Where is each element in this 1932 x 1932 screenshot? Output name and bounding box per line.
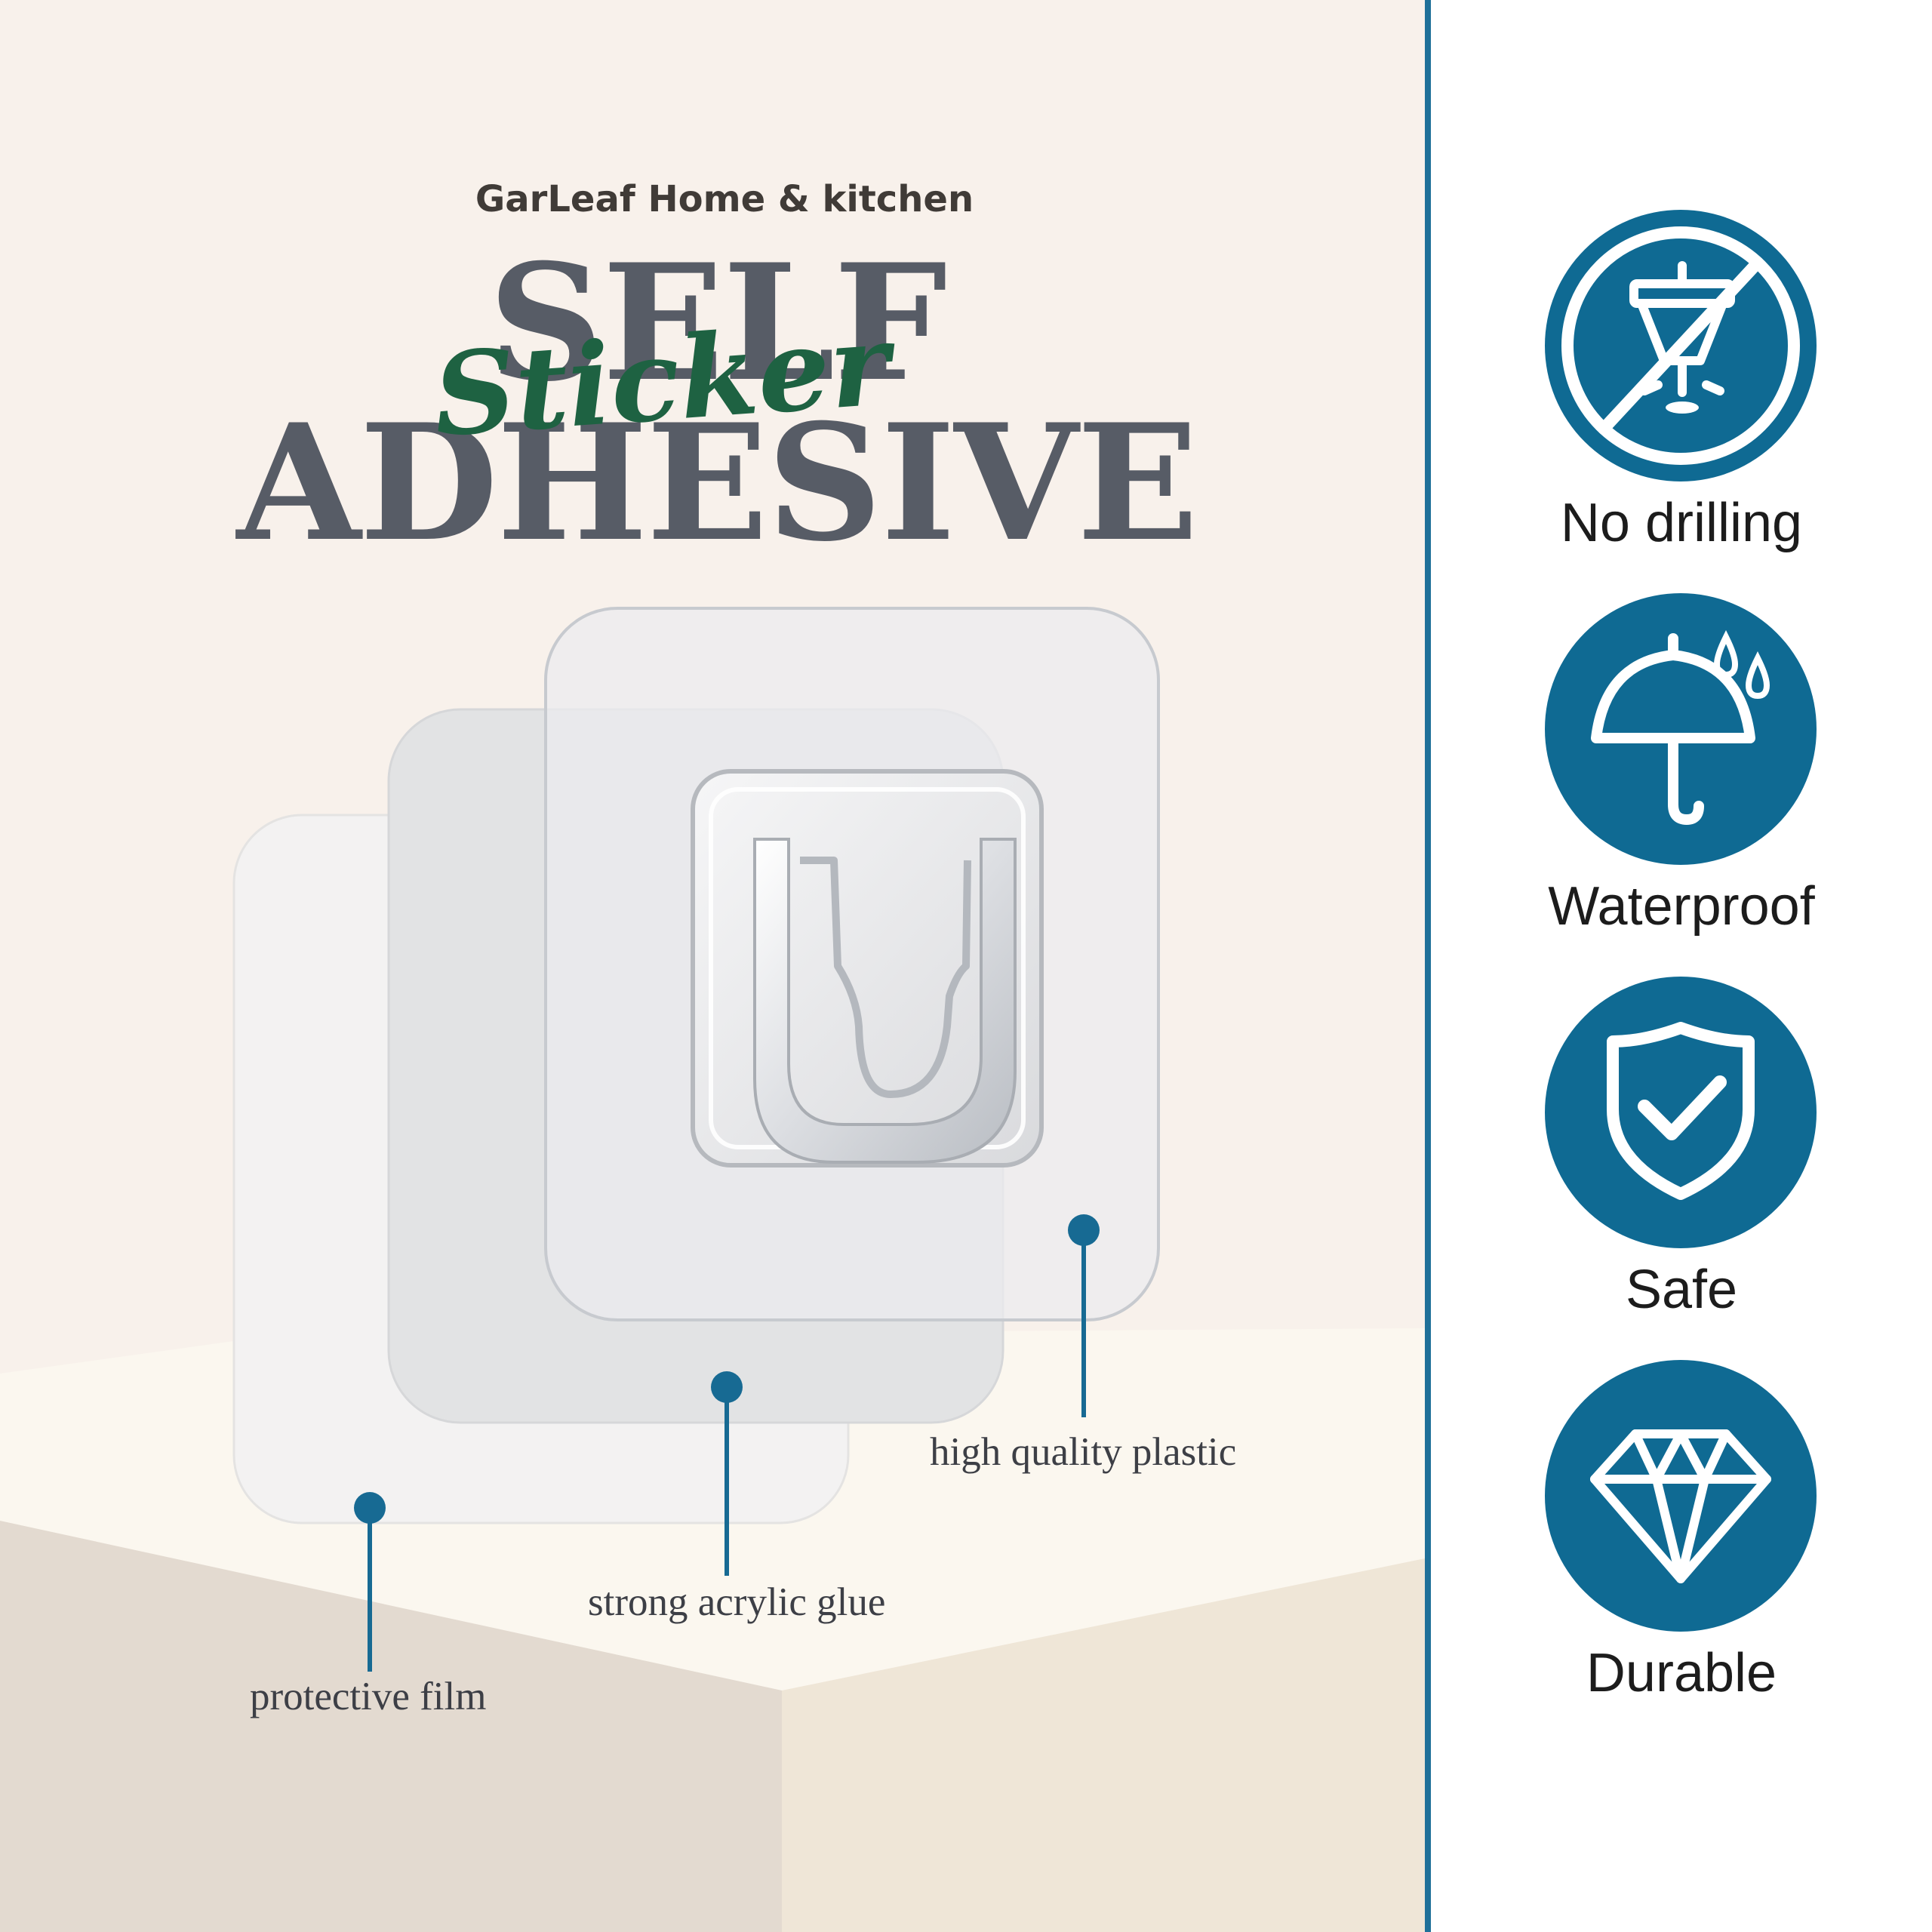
headline: SELF ADHESIVE — [236, 229, 1199, 577]
feature-list: No drilling Waterproof Safe — [1431, 0, 1932, 1932]
feature-item-waterproof: Waterproof — [1431, 593, 1932, 955]
no-drilling-icon — [1545, 210, 1817, 481]
column-divider — [1425, 0, 1431, 1932]
diamond-icon — [1545, 1360, 1817, 1632]
feature-label: Waterproof — [1548, 876, 1815, 937]
feature-label: Safe — [1625, 1260, 1738, 1320]
umbrella-icon — [1545, 593, 1817, 865]
feature-item-durable: Durable — [1431, 1360, 1932, 1722]
feature-label: No drilling — [1560, 493, 1803, 553]
feature-item-no-drilling: No drilling — [1431, 210, 1932, 572]
callout-label-plastic: high quality plastic — [930, 1430, 1237, 1474]
callout-film-marker — [354, 1492, 386, 1672]
callout-label-film: protective film — [250, 1675, 487, 1718]
feature-item-safe: Safe — [1431, 977, 1932, 1339]
callout-plastic-marker — [1068, 1214, 1100, 1417]
brand-name: GarLeaf Home & kitchen — [475, 178, 974, 220]
shield-check-icon — [1545, 977, 1817, 1248]
feature-label: Durable — [1586, 1643, 1777, 1703]
callout-glue-marker — [711, 1371, 743, 1576]
product-panel: GarLeaf Home & kitchen SELF ADHESIVE Sti… — [0, 0, 1425, 1932]
adhesive-hook-illustration — [232, 607, 1160, 1672]
callout-label-glue: strong acrylic glue — [588, 1580, 886, 1624]
hook-shape — [753, 838, 1017, 1164]
